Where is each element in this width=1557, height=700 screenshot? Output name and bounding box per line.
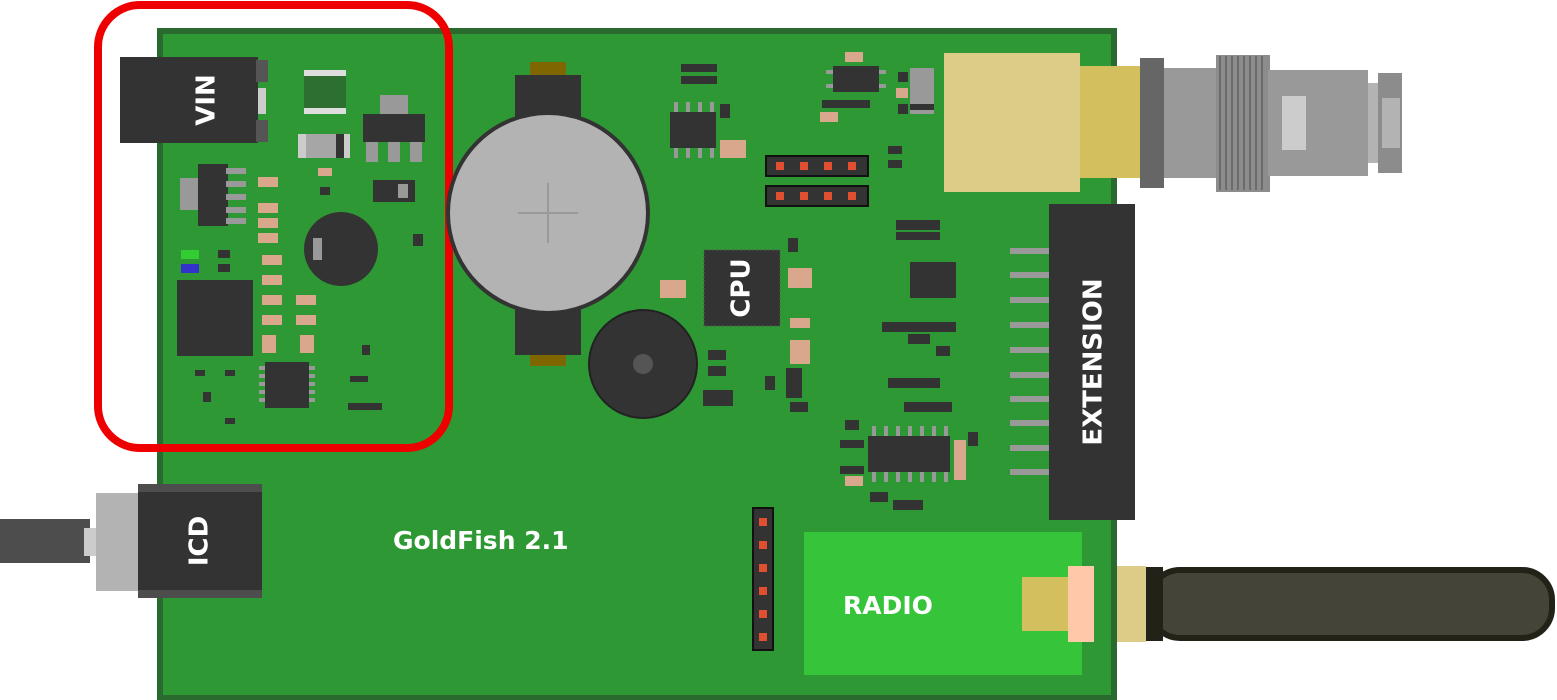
smd-components (660, 52, 978, 510)
buzzer (588, 309, 698, 419)
vin-jack: VIN (120, 57, 268, 143)
power-components (177, 70, 425, 424)
sma-connector (1022, 577, 1070, 631)
cpu-label: CPU (727, 258, 757, 317)
coin-battery (446, 62, 650, 366)
bnc-connector (944, 53, 1402, 192)
header-pins (752, 155, 869, 651)
extension-connector: EXTENSION (1010, 204, 1135, 520)
radio-label: RADIO (843, 591, 933, 620)
extension-label: EXTENSION (1079, 278, 1109, 445)
vin-label: VIN (192, 74, 222, 126)
cpu-chip: CPU (703, 249, 781, 327)
board-title: GoldFish 2.1 (393, 526, 568, 555)
icd-connector: ICD (138, 484, 262, 598)
icd-label: ICD (185, 516, 215, 566)
sma-nut (1068, 566, 1094, 642)
icd-cable (0, 493, 140, 591)
